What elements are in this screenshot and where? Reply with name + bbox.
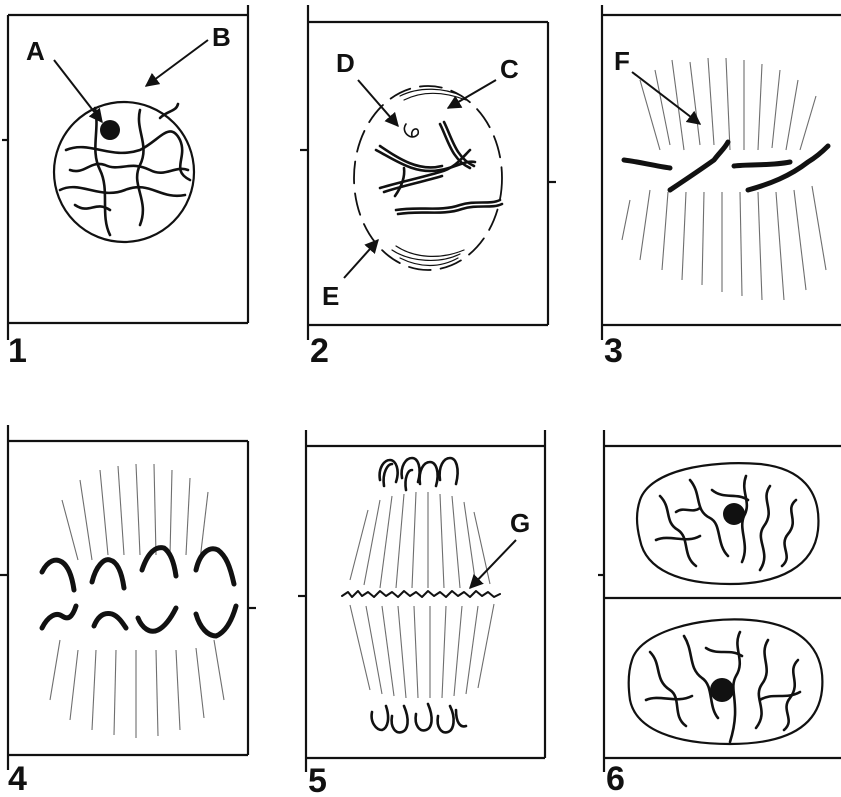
callout-C: C: [448, 54, 519, 108]
nucleolus: [100, 120, 120, 140]
spindle-fibers: [622, 58, 826, 300]
cell-plate: [342, 591, 500, 597]
panel-label-4: 4: [8, 760, 27, 797]
condensing-chromosomes: [376, 122, 502, 214]
svg-text:G: G: [510, 508, 530, 538]
panel-label-2: 2: [310, 332, 329, 370]
panel-label-3: 3: [604, 332, 623, 370]
svg-text:A: A: [26, 36, 45, 66]
svg-text:F: F: [614, 46, 630, 76]
svg-text:C: C: [500, 54, 519, 84]
fading-nucleolus: [404, 124, 418, 137]
callout-D: D: [336, 48, 398, 126]
upper-daughter-nucleus: [637, 463, 818, 584]
upper-spindle-fibers: [350, 492, 490, 588]
panel-label-6: 6: [606, 760, 625, 797]
panel-4: 4: [0, 425, 256, 797]
lower-chromosome-group: [372, 704, 466, 732]
svg-text:E: E: [322, 281, 339, 311]
panel-label-5: 5: [308, 762, 327, 797]
panel-2: 2 C D E: [300, 5, 556, 370]
callout-F: F: [614, 46, 700, 124]
callout-B: B: [146, 22, 231, 86]
callout-E: E: [322, 240, 378, 311]
spindle-fibers: [50, 464, 224, 738]
callout-G: G: [470, 508, 530, 588]
condensed-chromosomes: [624, 142, 828, 190]
panel-1: 1 A B: [2, 5, 248, 370]
panel-6: 6: [598, 430, 841, 797]
lower-daughter-nucleus: [629, 619, 823, 744]
chromatin: [60, 104, 190, 235]
panel-5: 5: [298, 430, 545, 797]
separating-chromatids: [42, 548, 236, 636]
svg-text:D: D: [336, 48, 355, 78]
panel-3: 3: [602, 5, 841, 370]
lower-spindle-fibers: [350, 604, 494, 698]
panel-label-1: 1: [8, 332, 27, 370]
upper-chromosome-group: [380, 458, 458, 490]
callout-A: A: [26, 36, 102, 122]
svg-text:B: B: [212, 22, 231, 52]
